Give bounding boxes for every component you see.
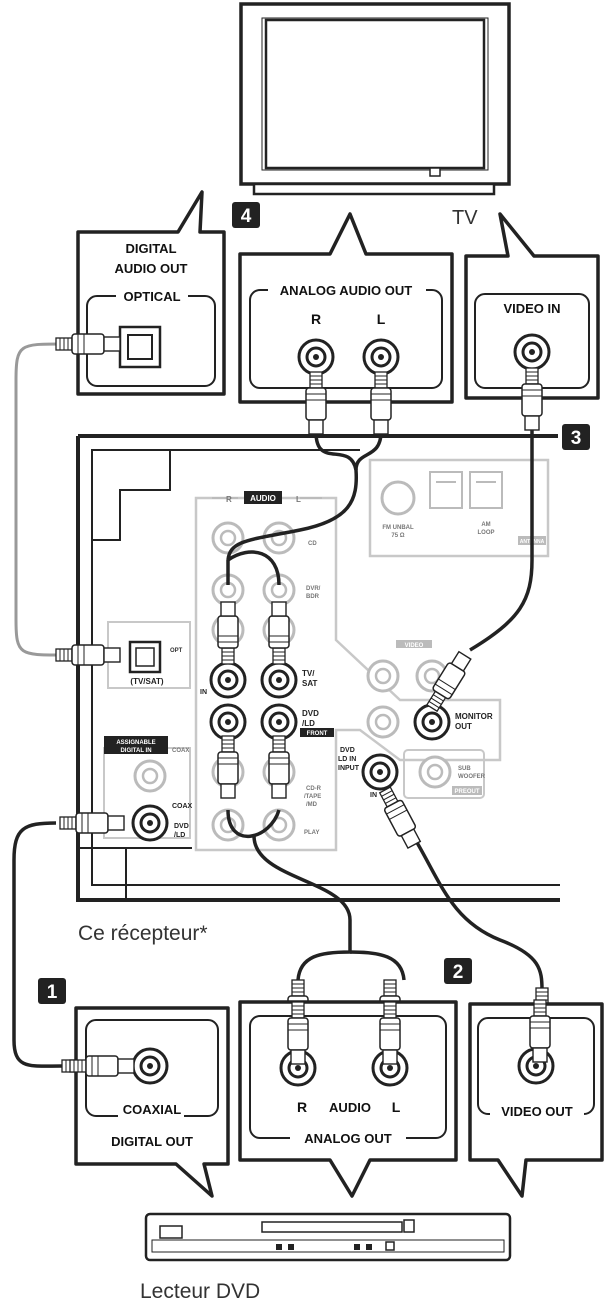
tv-sat-label: TV/ [302, 669, 315, 678]
receiver-coax-in-jack[interactable] [131, 804, 169, 842]
tv-analog-right-label: R [311, 311, 321, 327]
dvd-video-cable [375, 784, 553, 1051]
coax-dvd-label-3: /LD [174, 832, 185, 839]
tv-digital-audio-out-title-1: DIGITAL [125, 241, 176, 256]
fm-antenna-label: FM UNBAL [382, 525, 414, 531]
tv-video-in-title: VIDEO IN [503, 301, 560, 316]
tv-analog-audio-out-panel [238, 212, 454, 404]
receiver-chassis [76, 434, 560, 902]
dvd-ld-label: DVD [302, 709, 319, 718]
cd-r-label-2: /TAPE [304, 794, 321, 800]
subwoofer-label-2: WOOFER [458, 774, 486, 780]
receiver-dvd-audio-jacks [209, 703, 298, 741]
optical-cable [14, 333, 121, 666]
dvd-analog-audio-label: AUDIO [329, 1100, 371, 1115]
step-2-number: 2 [453, 962, 464, 983]
am-loop-label-2: LOOP [477, 530, 494, 536]
dvd-input-label-3: INPUT [338, 765, 360, 772]
dvd-player [144, 1212, 512, 1262]
fm-ohm-label: 75 Ω [391, 533, 404, 539]
dvd-coaxial-label: COAXIAL [123, 1102, 182, 1117]
cd-label: CD [308, 541, 317, 547]
step-3-badge: 3 [562, 424, 590, 450]
coax-dvd-label-2: DVD [174, 823, 189, 830]
tv-analog-audio-cable [217, 371, 392, 665]
dvr-bdr-label-2: BDR [306, 594, 320, 600]
dvd-analog-audio-cable [217, 735, 406, 1043]
receiver-monitor-out-jack[interactable] [413, 703, 451, 741]
tv-analog-audio-out-title: ANALOG AUDIO OUT [280, 283, 412, 298]
dvd-video-out-panel [468, 999, 604, 1198]
step-1-number: 1 [47, 982, 58, 1003]
audio-r-label: R [226, 495, 232, 504]
dvd-video-out-label: VIDEO OUT [501, 1104, 573, 1119]
cd-r-label: CD-R [306, 786, 322, 792]
audio-l-label: L [296, 495, 301, 504]
step-4-number: 4 [241, 206, 252, 227]
coax-dvd-label: COAX [172, 803, 193, 810]
opt-in-label: OPT [170, 648, 183, 654]
am-loop-label: AM [481, 522, 490, 528]
dvd-input-label: DVD [340, 747, 355, 754]
monitor-out-label: MONITOR [455, 712, 493, 721]
tv-digital-audio-out-title-2: AUDIO OUT [115, 261, 188, 276]
dvd-ld-label-2: /LD [302, 719, 315, 728]
dvd-analog-out-panel [238, 1000, 458, 1198]
receiver-tv-sat-audio-jacks [209, 661, 298, 699]
dvd-analog-out-title: ANALOG OUT [304, 1131, 391, 1146]
tv-label: TV [452, 207, 478, 229]
opt-in-port-label: (TV/SAT) [130, 677, 164, 686]
dvd-input-label-2: LD IN [338, 756, 356, 763]
coaxial-cable [12, 812, 127, 1077]
dvd-input-in-label: IN [370, 792, 377, 799]
dvd-player-label: Lecteur DVD [140, 1280, 260, 1303]
audio-header [212, 491, 322, 504]
tv-optical-label: OPTICAL [123, 289, 180, 304]
assignable-label-2: DIGITAL IN [120, 748, 151, 754]
subwoofer-label: SUB [458, 766, 471, 772]
assignable-label: ASSIGNABLE [116, 740, 155, 746]
receiver-label: Ce récepteur* [78, 922, 208, 945]
video-cable-to-tv [422, 367, 543, 715]
monitor-out-label-2: OUT [455, 722, 472, 731]
dvd-analog-l-label: L [392, 1099, 401, 1115]
front-badge: FRONT [307, 731, 328, 737]
preout-badge: PREOUT [454, 789, 479, 795]
tv-analog-left-label: L [377, 311, 386, 327]
step-3-number: 3 [571, 428, 582, 449]
tv-sat-in-label: IN [200, 689, 207, 696]
step-1-badge: 1 [38, 978, 66, 1004]
antenna-block [380, 471, 503, 516]
step-4-badge: 4 [232, 202, 260, 228]
dvr-bdr-label: DVR/ [306, 586, 321, 592]
receiver-optical-in-port[interactable] [128, 640, 162, 674]
tv-set [239, 2, 511, 196]
dvd-analog-r-label: R [297, 1099, 307, 1115]
cd-r-label-3: /MD [306, 802, 318, 808]
play-label: PLAY [304, 830, 319, 836]
dvd-digital-out-label: DIGITAL OUT [111, 1134, 193, 1149]
audio-badge-label: AUDIO [250, 494, 276, 503]
tv-sat-label-2: SAT [302, 679, 318, 688]
receiver-dvd-video-in-jack[interactable] [361, 753, 399, 791]
coax-grey-label: COAX [172, 748, 189, 754]
video-header-label: VIDEO [405, 643, 424, 649]
step-2-badge: 2 [444, 958, 472, 984]
